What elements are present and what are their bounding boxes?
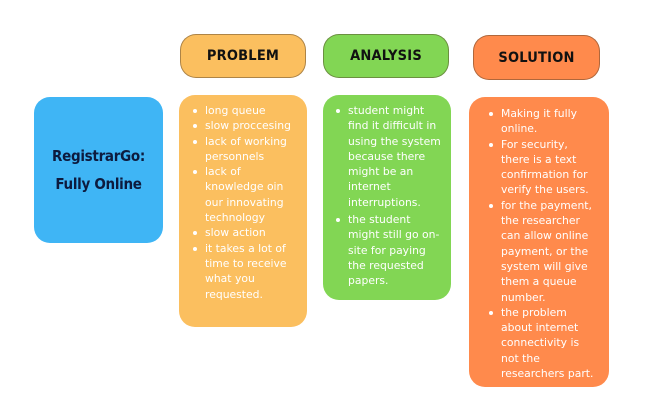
problem-item: long queue (193, 103, 297, 118)
analysis-item: student might find it difficult in using… (336, 104, 441, 209)
problem-item: slow action (193, 225, 297, 240)
solution-item: For security, there is a text confirmati… (489, 137, 597, 198)
solution-card: Making it fully online. For security, th… (469, 97, 609, 387)
analysis-card: student might find it difficult in using… (323, 95, 451, 300)
problem-item: it takes a lot of time to receive what y… (193, 241, 297, 302)
solution-header: SOLUTION (473, 35, 600, 80)
problem-header: PROBLEM (180, 34, 306, 78)
title-line-2: Fully Online (55, 175, 142, 193)
analysis-item: the student might still go on-site for p… (336, 213, 440, 288)
solution-list: Making it fully online. For security, th… (483, 106, 597, 381)
title-line-1: RegistrarGo: (52, 147, 145, 165)
solution-item: the problem about internet connectivity … (489, 305, 597, 381)
problem-item: lack of knowledge oin our innovating tec… (193, 164, 297, 225)
analysis-list: student might find it difficult in using… (331, 103, 441, 289)
title-box: RegistrarGo: Fully Online (34, 97, 163, 243)
problem-item: lack of working personnels (193, 134, 297, 165)
solution-item: Making it fully online. (489, 106, 597, 137)
problem-list: long queue slow proccesing lack of worki… (187, 103, 297, 302)
problem-card: long queue slow proccesing lack of worki… (179, 95, 307, 327)
problem-item: slow proccesing (193, 118, 297, 133)
analysis-header: ANALYSIS (323, 34, 449, 78)
solution-item: for the payment, the researcher can allo… (489, 198, 597, 305)
